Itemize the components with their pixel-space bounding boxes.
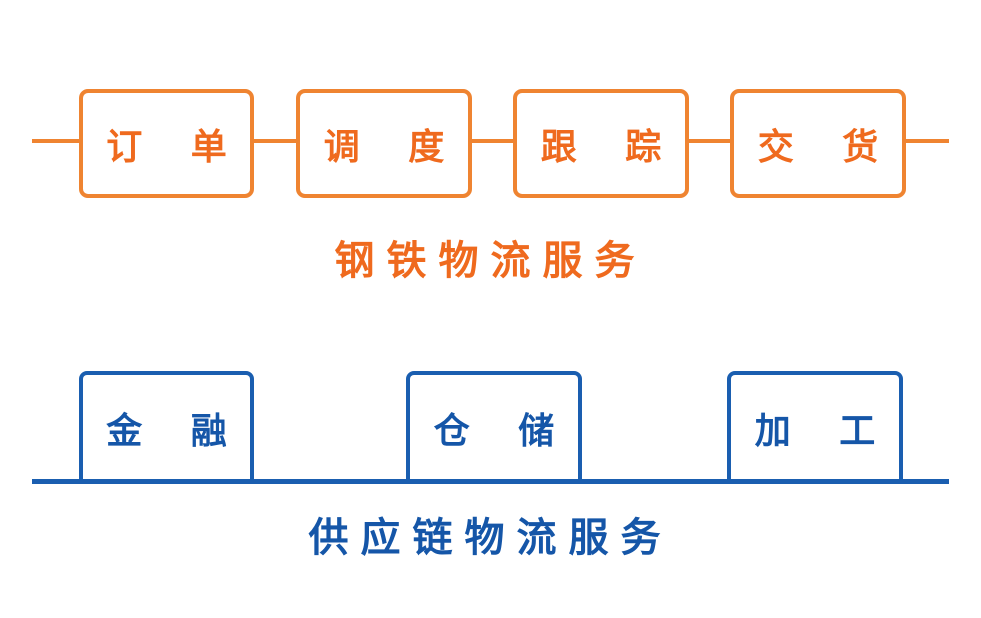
steel-flow-line <box>32 139 949 143</box>
steel-step-tracking: 跟 踪 <box>513 89 689 198</box>
supply-item-label: 仓 储 <box>433 410 573 452</box>
steel-step-order: 订 单 <box>79 89 254 198</box>
supply-item-label: 金 融 <box>106 410 245 452</box>
supply-item-processing: 加 工 <box>727 371 903 480</box>
supply-caption: 供应链物流服务 <box>308 515 673 561</box>
steel-step-label: 跟 踪 <box>540 126 680 168</box>
steel-caption: 钢铁物流服务 <box>334 238 647 284</box>
steel-step-label: 调 度 <box>323 126 463 168</box>
supply-item-warehousing: 仓 储 <box>406 371 582 480</box>
steel-step-label: 订 单 <box>106 126 245 168</box>
supply-item-label: 加 工 <box>754 410 894 452</box>
supply-base-line <box>32 479 949 484</box>
supply-item-finance: 金 融 <box>79 371 254 480</box>
steel-step-label: 交 货 <box>757 126 897 168</box>
steel-step-dispatch: 调 度 <box>296 89 472 198</box>
steel-step-delivery: 交 货 <box>730 89 906 198</box>
